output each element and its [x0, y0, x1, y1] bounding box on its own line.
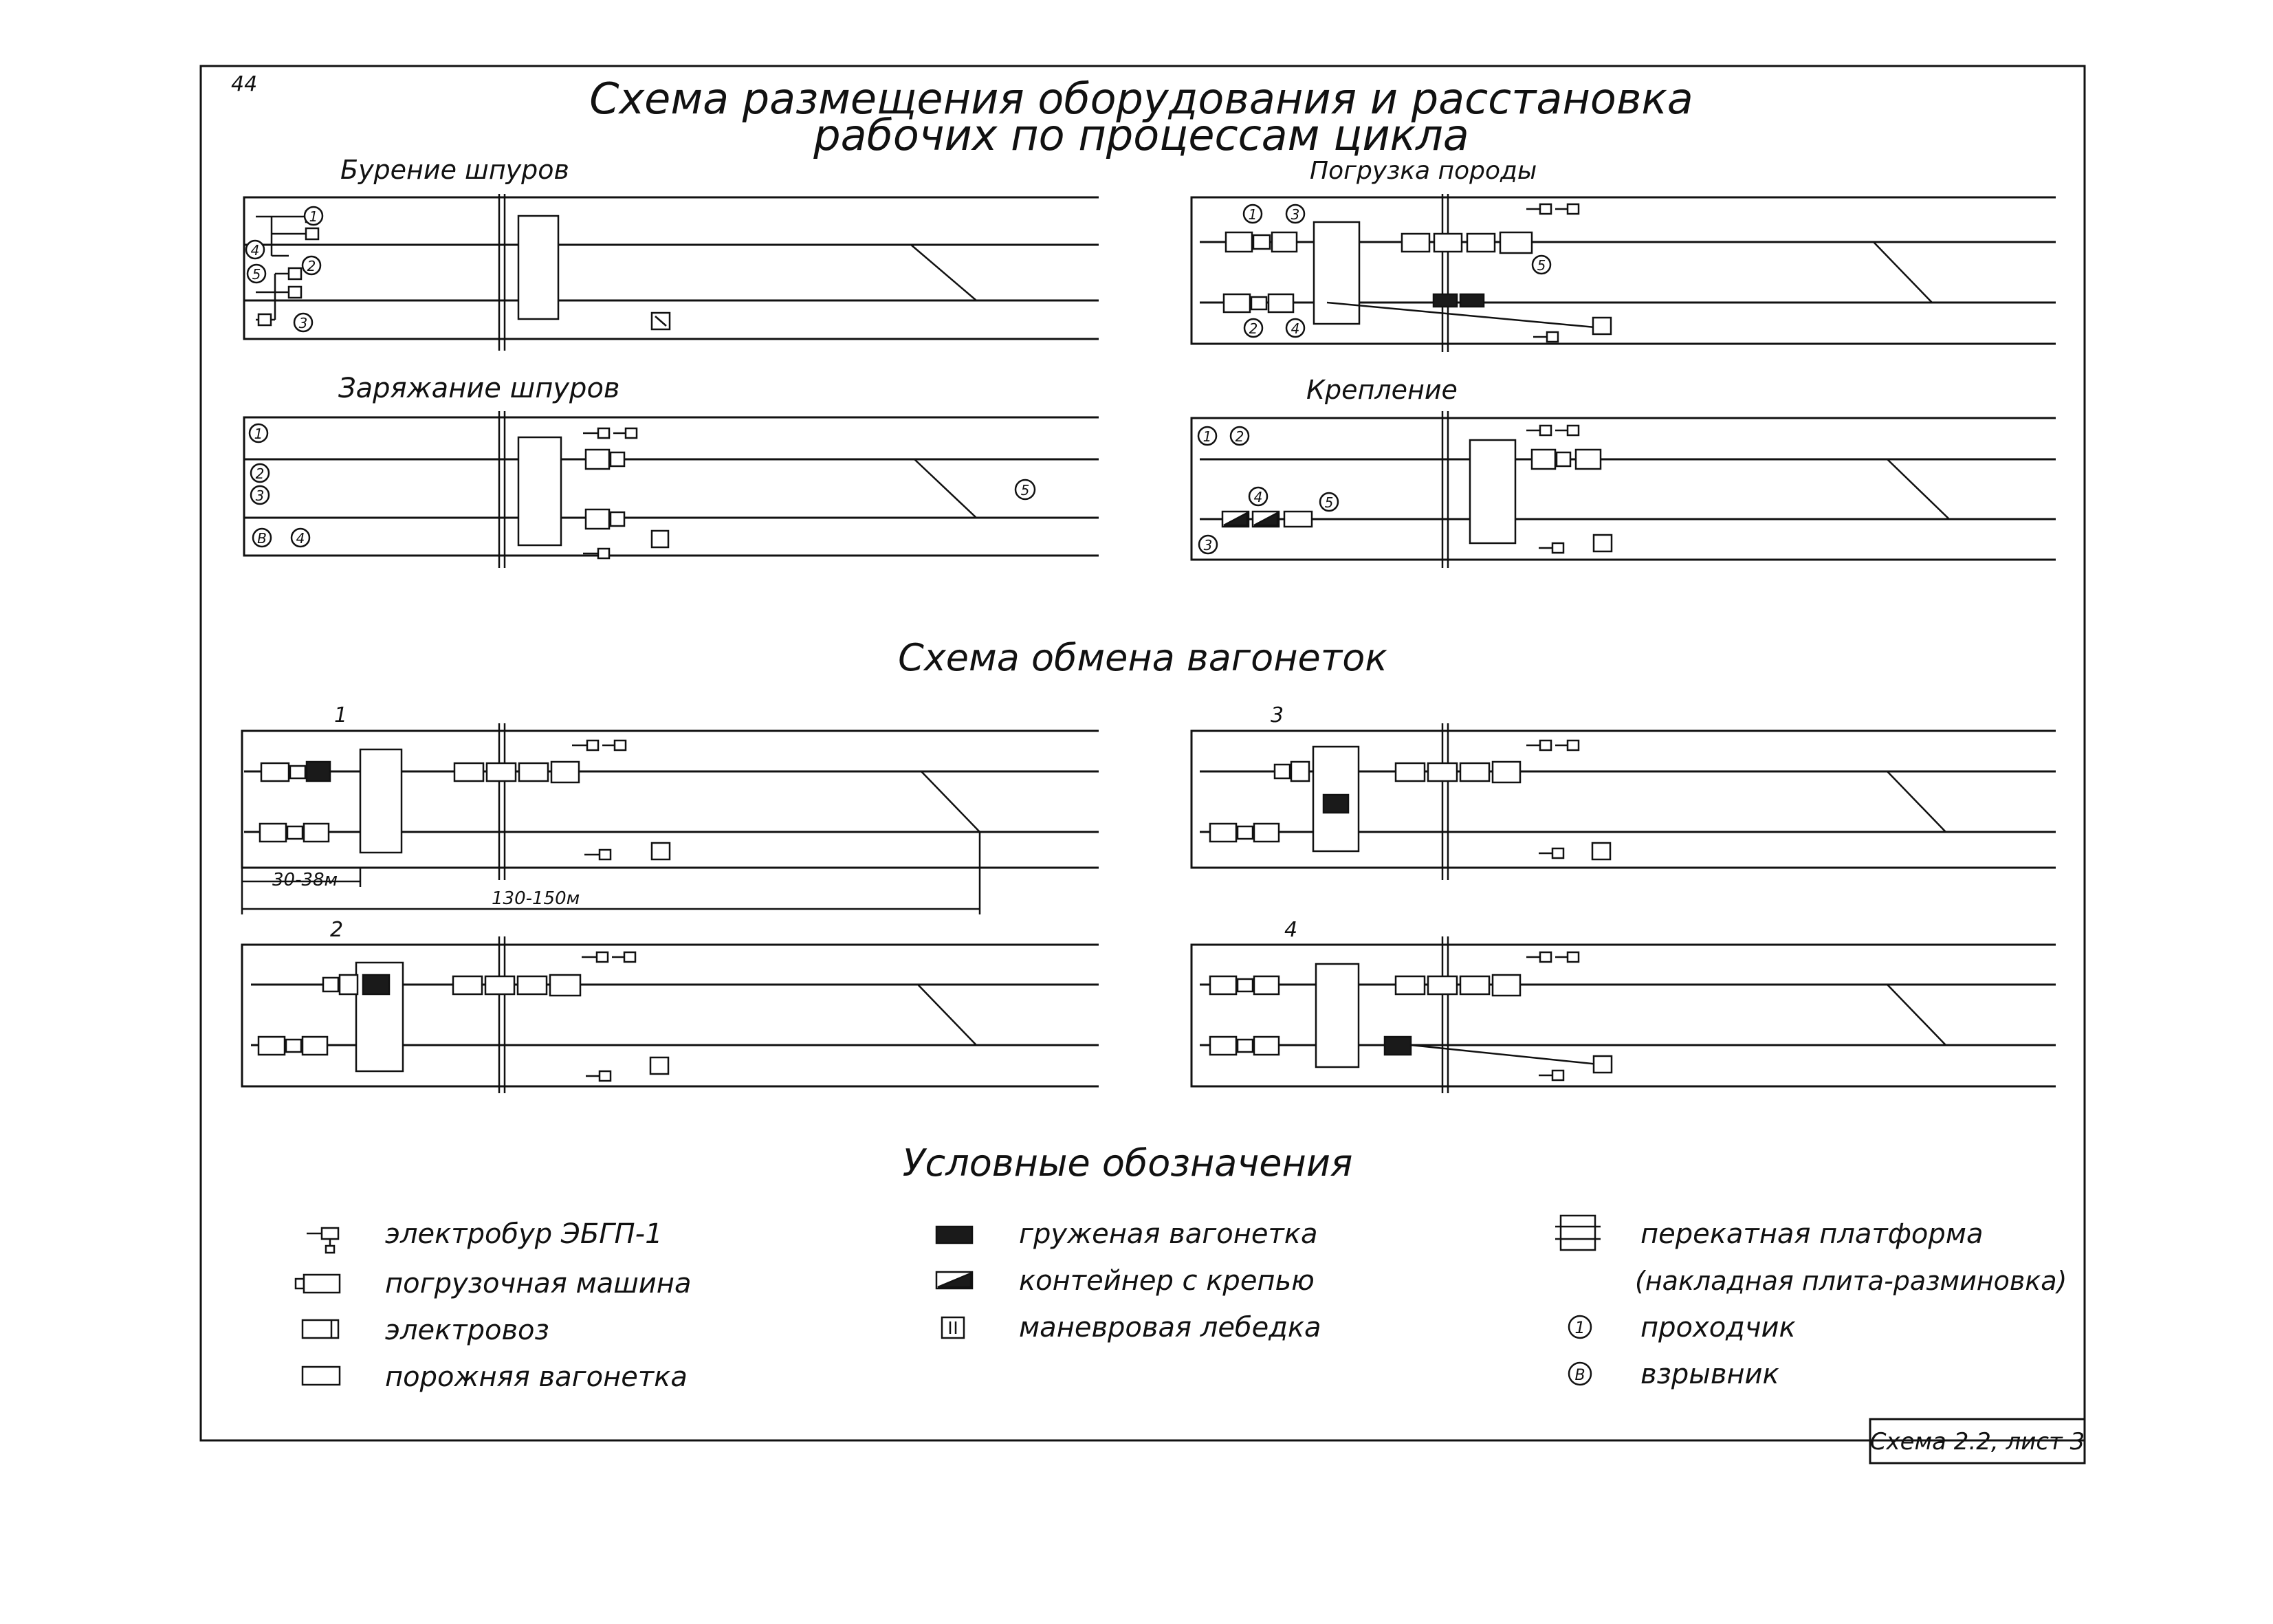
panel-charging-title: Заряжание шпуров — [338, 373, 620, 404]
legend-miner-label: проходчик — [1640, 1312, 1796, 1343]
legend-title: Условные обозначения — [903, 1141, 1353, 1185]
panel-drilling: Бурение шпуров 1 2 3 4 5 — [243, 155, 1099, 351]
legend-container-icon — [935, 1271, 974, 1290]
legend-loader-label: погрузочная машина — [385, 1268, 691, 1299]
legend-winch-icon — [941, 1316, 965, 1339]
legend-locomotive-label: электровоз — [385, 1315, 549, 1346]
worker-badge: 5 — [1325, 494, 1334, 511]
worker-badge: 5 — [1021, 482, 1030, 498]
worker-badge: 1 — [309, 208, 318, 225]
legend-container-label: контейнер с крепью — [1019, 1265, 1315, 1297]
dimension-long: 130-150м — [492, 888, 580, 909]
panel-support: Крепление 1 2 4 5 3 — [1190, 375, 2056, 568]
panel-loading-title: Погрузка породы — [1310, 157, 1537, 185]
main-title-line2: рабочих по процессам цикла — [813, 110, 1469, 160]
legend-blaster-symbol: В — [1574, 1367, 1585, 1384]
legend-platform-note: (накладная плита-разминовка) — [1635, 1266, 2067, 1296]
loader-upper — [1225, 231, 1298, 253]
stamp-text: Схема 2.2, лист 3 — [1870, 1428, 2085, 1456]
legend-miner-icon — [1568, 1315, 1592, 1339]
exchange-scheme-4: 4 — [1190, 918, 2056, 1093]
panel-support-title: Крепление — [1306, 375, 1458, 405]
worker-badge: 3 — [1291, 206, 1300, 223]
legend-empty-car-label: порожняя вагонетка — [385, 1361, 688, 1393]
legend-loader-icon — [294, 1273, 341, 1294]
worker-badge: 3 — [256, 487, 265, 504]
worker-badge: 1 — [1249, 206, 1258, 223]
sheet-frame — [199, 65, 2086, 1442]
exchange-title: Схема обмена вагонеток — [898, 636, 1387, 679]
worker-badge: 2 — [1236, 428, 1244, 445]
scheme-label: 2 — [330, 918, 343, 942]
scheme-label: 3 — [1271, 703, 1284, 727]
legend-drill-label: электробур ЭБГП-1 — [385, 1218, 663, 1250]
worker-badge: 2 — [307, 258, 316, 274]
exchange-scheme-2: 2 — [241, 918, 1099, 1093]
main-title-line1: Схема размещения оборудования и расстано… — [589, 74, 1693, 124]
worker-badge: 3 — [1204, 537, 1213, 553]
worker-badge: 2 — [1249, 320, 1258, 337]
worker-badge: 3 — [299, 315, 308, 331]
panel-charging: Заряжание шпуров 1 2 3 В 4 5 — [243, 373, 1099, 568]
worker-badge: 2 — [256, 465, 265, 482]
legend-locomotive-icon — [301, 1319, 340, 1339]
legend-loaded-car-label: груженая вагонетка — [1019, 1218, 1317, 1250]
legend-blaster-label: взрывник — [1640, 1359, 1779, 1390]
legend-platform-label: перекатная платформа — [1640, 1218, 1983, 1250]
worker-badge: В — [257, 530, 267, 547]
dimension-short: 30-38м — [272, 870, 338, 890]
worker-badge: 4 — [1254, 489, 1263, 505]
exchange-scheme-3: 3 — [1190, 703, 2056, 880]
worker-badge: 1 — [254, 426, 263, 442]
sheet-stamp: Схема 2.2, лист 3 — [1869, 1418, 2086, 1464]
scheme-label: 4 — [1284, 918, 1297, 942]
legend-miner-symbol: 1 — [1574, 1318, 1585, 1337]
worker-badge: 4 — [251, 242, 260, 259]
loader-lower — [1222, 293, 1295, 314]
legend-platform-icon — [1555, 1214, 1601, 1251]
scheme-label: 1 — [334, 703, 347, 727]
legend-drill-icon — [307, 1227, 340, 1254]
legend-blaster-icon — [1568, 1361, 1592, 1386]
exchange-scheme-1: 1 30-38м 130-150м — [241, 703, 1099, 914]
legend-loaded-car-icon — [935, 1225, 974, 1244]
panel-drilling-title: Бурение шпуров — [340, 155, 569, 185]
worker-badge: 5 — [1537, 257, 1546, 274]
panel-loading: Погрузка породы 1 3 5 2 4 — [1190, 157, 2056, 352]
worker-badge: 4 — [1291, 320, 1300, 337]
worker-badge: 1 — [1203, 428, 1212, 445]
worker-badge: 5 — [252, 266, 261, 283]
legend-empty-car-icon — [301, 1365, 341, 1386]
legend: Условные обозначения электробур ЭБГП-1 п… — [294, 1141, 2067, 1393]
worker-badge: 4 — [296, 530, 305, 547]
legend-winch-label: маневровая лебедка — [1019, 1312, 1321, 1343]
page-number: 44 — [231, 72, 257, 96]
